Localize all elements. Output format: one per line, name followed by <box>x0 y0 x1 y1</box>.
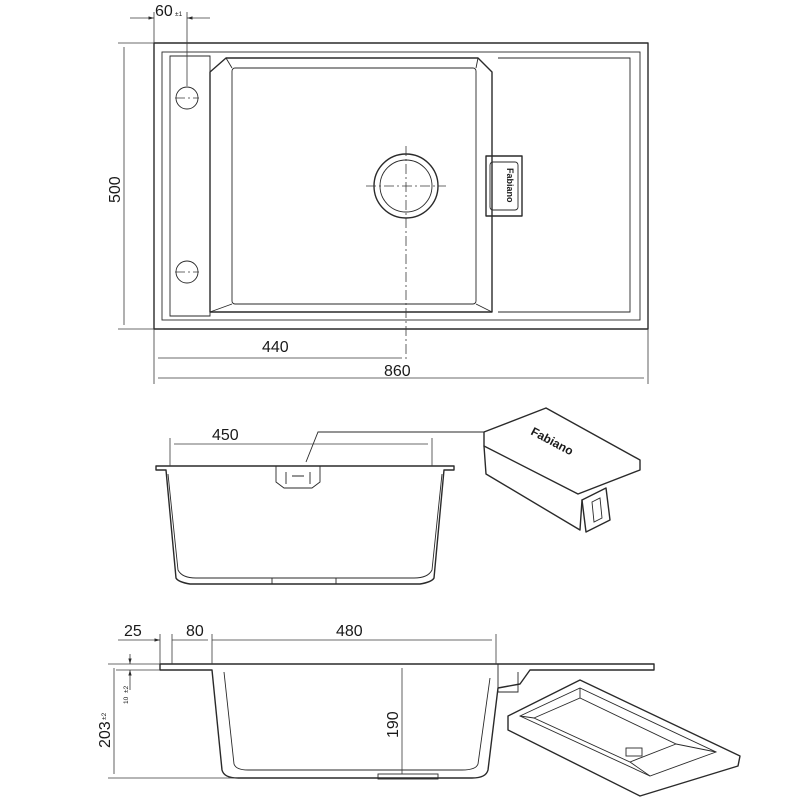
dim-10-tolerance: ±2 <box>123 685 130 693</box>
dim-190-label: 190 <box>385 711 402 738</box>
overflow-logo-top: Fabiano <box>505 168 515 203</box>
tap-deck-area <box>169 55 211 317</box>
iso-bowl-floor <box>532 697 678 763</box>
overflow-cover-front <box>483 445 583 531</box>
front-bowl-inner <box>167 473 443 579</box>
dim-203-tolerance: ±2 <box>101 712 108 720</box>
dim-60-tolerance: ±1 <box>175 11 183 18</box>
dim-480-label: 480 <box>336 623 363 640</box>
iso-sink-outline <box>507 679 741 797</box>
overflow-clip-inner <box>591 497 603 523</box>
front-section-view: 450 <box>155 427 484 585</box>
front-overflow-outline <box>275 466 321 489</box>
iso-bowl-rim <box>518 687 718 777</box>
dim-60-label: 60 <box>155 3 173 20</box>
dim-450-label: 450 <box>212 427 239 444</box>
side-drain-base <box>377 773 439 780</box>
bowl-inner-outline <box>231 67 477 305</box>
iso-bowl-corner-lines <box>519 688 717 777</box>
dim-860-label: 860 <box>384 363 411 380</box>
bowl-outer-outline <box>209 57 493 313</box>
front-bowl-outer <box>155 465 455 585</box>
iso-overflow-box <box>625 747 643 757</box>
overflow-box-inner <box>489 161 519 211</box>
dim-10-label: 10 <box>123 696 130 704</box>
sink-rim-inner-outline <box>161 51 641 321</box>
dim-25-label: 25 <box>124 623 142 640</box>
side-bowl-inner <box>223 671 491 771</box>
top-view: Fabiano 60 ±1 500 440 860 <box>107 3 649 384</box>
dim-203-label: 203 <box>97 721 114 748</box>
overflow-iso-detail: Fabiano <box>483 407 641 533</box>
front-overflow-details <box>285 472 311 484</box>
sink-outer-outline <box>153 42 649 330</box>
iso-sink-thumbnail <box>507 679 741 797</box>
bowl-corner-lines <box>209 57 493 313</box>
overflow-cover-clip <box>581 487 611 533</box>
dim-500-label: 500 <box>107 176 124 203</box>
side-section-view: 25 80 480 203 ±2 10 ±2 190 <box>97 623 655 780</box>
front-drain-base <box>271 577 337 585</box>
drainboard-outline <box>498 57 631 313</box>
dim-80-label: 80 <box>186 623 204 640</box>
overflow-box-outer <box>485 155 523 217</box>
overflow-leader-line <box>305 431 484 463</box>
side-overflow-channel <box>497 664 519 693</box>
overflow-logo-iso: Fabiano <box>529 424 576 458</box>
dim-440-label: 440 <box>262 339 289 356</box>
